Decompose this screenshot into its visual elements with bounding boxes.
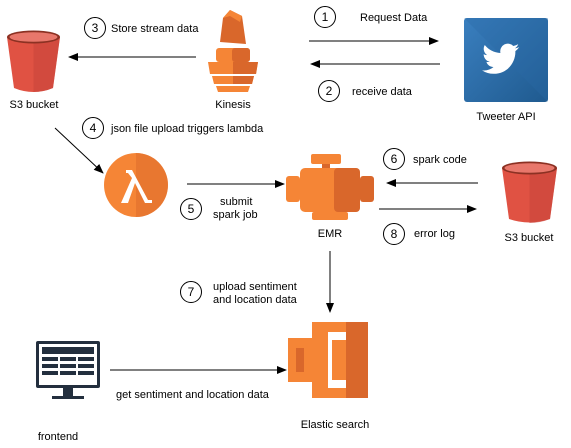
step-badge-4: 4 (82, 117, 104, 139)
edge-label-receive-data: receive data (352, 86, 412, 98)
edge-label-trigger-lambda: json file upload triggers lambda (111, 123, 264, 135)
edge-label-submit: submit (220, 196, 253, 208)
edge-label-spark-code: spark code (413, 154, 467, 166)
step-badge-1: 1 (314, 6, 336, 28)
edge-label-store-stream-data: Store stream data (111, 23, 199, 35)
step-badge-6: 6 (383, 148, 405, 170)
elasticsearch-icon (288, 322, 368, 398)
step-badge-3: 3 (84, 17, 106, 39)
step-badge-5: 5 (180, 198, 202, 220)
kinesis-label: Kinesis (215, 99, 251, 111)
step-badge-8: 8 (383, 223, 405, 245)
edge-label-error-log: error log (414, 228, 455, 240)
emr-icon (286, 154, 374, 220)
s3-bucket-left-icon (7, 30, 60, 92)
edge-label-upload-sentiment: upload sentiment (213, 281, 297, 293)
edge-trigger-lambda (54, 127, 104, 174)
step-badge-2: 2 (318, 80, 340, 102)
edge-label-location-data: and location data (213, 294, 297, 306)
lambda-icon (104, 153, 168, 217)
twitter-api-label: Tweeter API (476, 111, 536, 123)
edge-label-request-data: Request Data (360, 12, 428, 24)
emr-label: EMR (317, 228, 343, 240)
monitor-icon (36, 341, 100, 399)
s3-bucket-right-icon (502, 161, 557, 223)
s3-bucket-left-label: S3 bucket (9, 99, 59, 111)
twitter-bird-icon (482, 43, 520, 74)
twitter-icon (464, 18, 548, 102)
frontend-label: frontend (37, 431, 79, 443)
kinesis-icon (208, 10, 258, 92)
step-badge-7: 7 (180, 281, 202, 303)
edge-label-get-sentiment: get sentiment and location data (116, 389, 269, 401)
edge-label-spark-job: spark job (213, 209, 258, 221)
elastic-search-label: Elastic search (300, 419, 370, 431)
s3-bucket-right-label: S3 bucket (504, 232, 554, 244)
